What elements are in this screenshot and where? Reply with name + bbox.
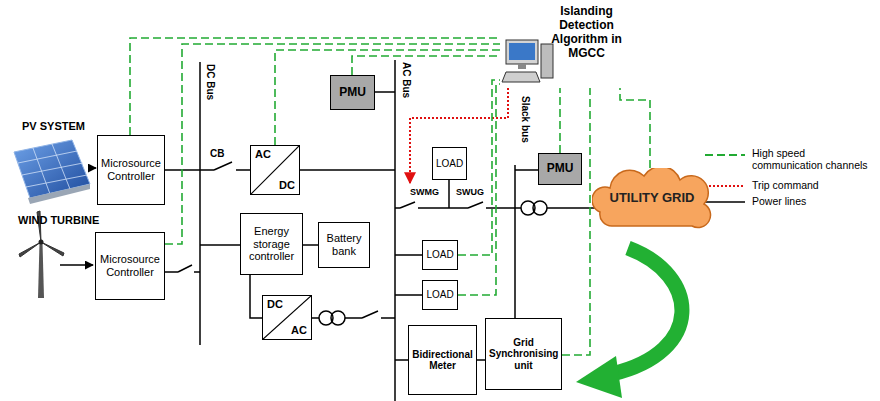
node-text: AC [291, 324, 307, 337]
system-label: PV SYSTEM [22, 120, 85, 132]
system-label: WIND TURBINE [18, 214, 99, 226]
trip-command-line [410, 88, 508, 183]
node-text: Microsource Controller [99, 253, 161, 278]
node-text: Islanding Detection Algorithm in MGCC [538, 4, 635, 60]
legend-text: Power lines [752, 196, 876, 208]
communication-link [165, 44, 500, 244]
communication-link [559, 88, 561, 153]
meter-box: Bidirectional Meter [408, 325, 477, 395]
power-line [477, 359, 485, 361]
load-box: LOAD [422, 280, 458, 310]
battery-box: Battery bank [318, 222, 370, 268]
node-text: PMU [542, 162, 578, 176]
pmu-box: PMU [538, 153, 582, 185]
controller-box: Microsource Controller [95, 232, 165, 300]
communication-link [620, 88, 650, 168]
communication-link [352, 56, 500, 75]
controller-node: Islanding Detection Algorithm in MGCC [500, 2, 635, 88]
node-text: Microsource Controller [101, 157, 161, 182]
power-lines [165, 60, 602, 401]
bus-label: Slack bus [520, 96, 531, 143]
legend-samples [705, 155, 745, 202]
power-line [303, 244, 318, 246]
converter-box: AC DC [250, 145, 300, 195]
node-text: Energy storage controller [244, 225, 299, 263]
sync-unit-box: Grid Synchronising unit [485, 318, 562, 390]
node-text: LOAD [426, 289, 454, 301]
node-text: Grid Synchronising unit [489, 337, 558, 372]
node-text: DC [279, 179, 295, 192]
wind-arrow [60, 264, 93, 266]
node-text: LOAD [436, 158, 463, 170]
pv-panel [14, 140, 90, 204]
pmu-box: PMU [330, 75, 375, 110]
computer-icon [502, 40, 553, 82]
load-box: LOAD [422, 240, 458, 270]
bus-label: DC Bus [205, 64, 216, 100]
grid-cloud: UTILITY GRID [592, 168, 712, 230]
communication-link [562, 88, 590, 355]
node-text: AC [255, 148, 271, 161]
node-text: Battery bank [322, 232, 366, 257]
node-text: LOAD [426, 249, 454, 261]
switch-label: SWMG [410, 188, 439, 198]
legend-text: Trip command [752, 180, 876, 192]
node-text: Bidirectional Meter [412, 349, 473, 372]
communication-link [275, 50, 500, 145]
bus-label: AC Bus [401, 62, 412, 98]
communication-link [130, 38, 500, 135]
node-text: DC [267, 298, 283, 311]
converter-box: DC AC [262, 295, 312, 340]
load-box: LOAD [432, 147, 467, 180]
node-text: UTILITY GRID [592, 191, 712, 206]
controller-box: Microsource Controller [97, 135, 165, 205]
node-text: PMU [334, 86, 371, 100]
switch-label: SWUG [456, 188, 484, 198]
pv-arrow [90, 167, 96, 169]
controller-box: Energy storage controller [240, 213, 303, 275]
power-flow-arrow [576, 248, 682, 398]
legend-text: High speed communication channels [752, 148, 876, 171]
breaker-label: CB [210, 148, 224, 159]
